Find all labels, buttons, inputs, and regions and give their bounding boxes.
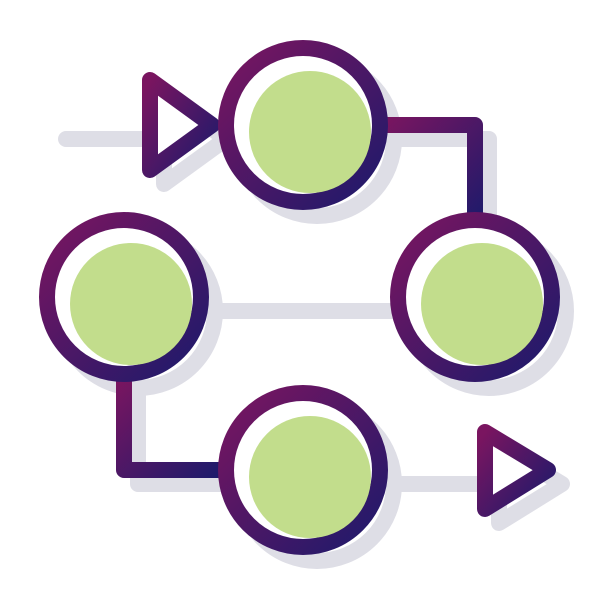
connectors <box>44 72 556 517</box>
node-right <box>390 212 560 382</box>
connector-left-to-bottom <box>116 366 232 478</box>
connector-top-to-right <box>372 117 483 236</box>
node-top <box>218 40 388 210</box>
node-left <box>39 212 209 382</box>
node-bottom <box>218 385 388 555</box>
nodes <box>39 40 560 555</box>
input-arrow-icon <box>142 72 220 178</box>
output-arrow-icon <box>477 424 556 517</box>
